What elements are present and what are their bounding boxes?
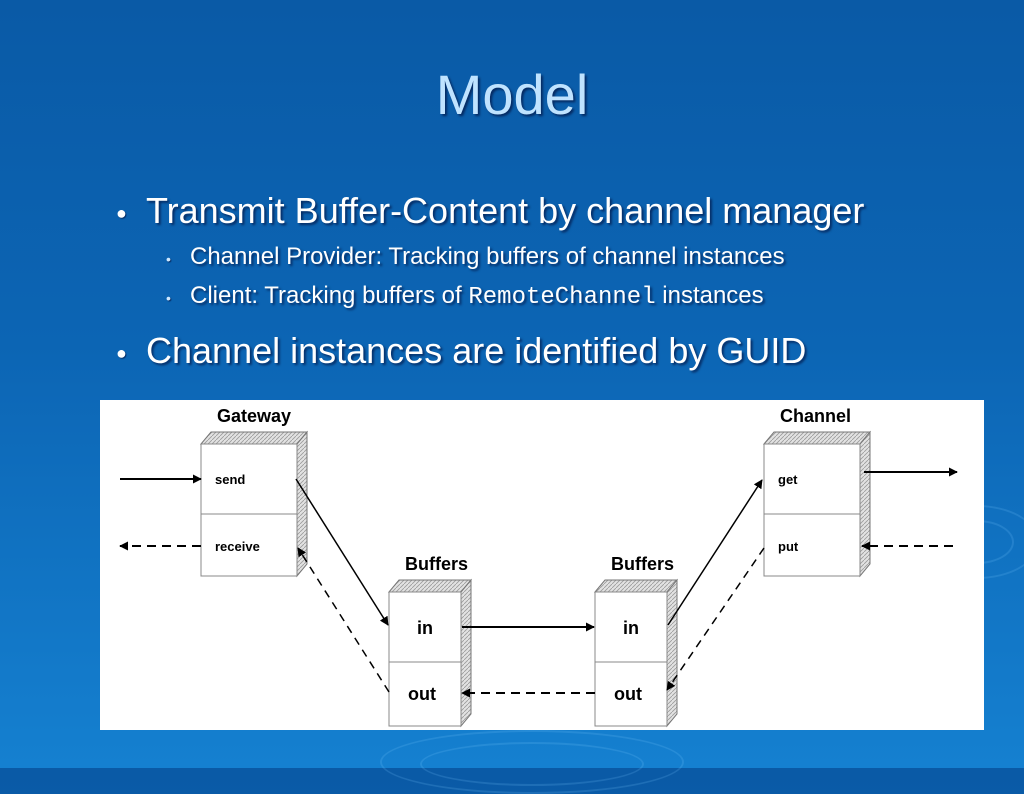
buffers-right-box [593,578,679,728]
bullet-guid: Channel instances are identified by GUID [146,330,807,371]
ripple-decoration [420,742,644,786]
gateway-title: Gateway [217,406,291,426]
sub-bullet-channel-provider: Channel Provider: Tracking buffers of ch… [190,243,785,270]
arrow-put-to-buffer-out [666,547,765,691]
buffers-right-out-label: out [614,684,642,704]
client-text-suffix: instances [655,282,764,309]
buffers-right-in-label: in [623,618,639,638]
sub-bullet-dot: • [166,251,171,267]
buffers-left-out-label: out [408,684,436,704]
buffers-left-in-label: in [417,618,433,638]
gateway-box [199,430,309,578]
bullet-dot: ● [116,203,127,223]
client-text-prefix: Client: Tracking buffers of [190,282,469,309]
sub-bullet-client: Client: Tracking buffers of RemoteChanne… [190,282,764,311]
bullet-dot: ● [116,343,127,363]
gateway-send-label: send [215,472,245,487]
buffers-left-title: Buffers [405,554,468,574]
remote-channel-code: RemoteChannel [468,284,656,311]
channel-box [762,430,872,578]
channel-put-label: put [778,539,799,554]
diagram-svg: Gateway send receive Buffers in out Buff… [119,406,958,728]
arrow-send-to-buffer-in [295,478,389,626]
channel-title: Channel [780,406,851,426]
arrow-buffer-out-to-receive [297,547,390,693]
channel-get-label: get [778,472,798,487]
gateway-receive-label: receive [215,539,260,554]
slide-title: Model [435,63,589,126]
architecture-diagram: Gateway send receive Buffers in out Buff… [100,400,984,730]
buffers-left-box [387,578,473,728]
arrow-buffer-in-to-get [667,479,763,626]
bullet-transmit: Transmit Buffer-Content by channel manag… [146,190,865,231]
sub-bullet-dot: • [166,290,171,306]
buffers-right-title: Buffers [611,554,674,574]
